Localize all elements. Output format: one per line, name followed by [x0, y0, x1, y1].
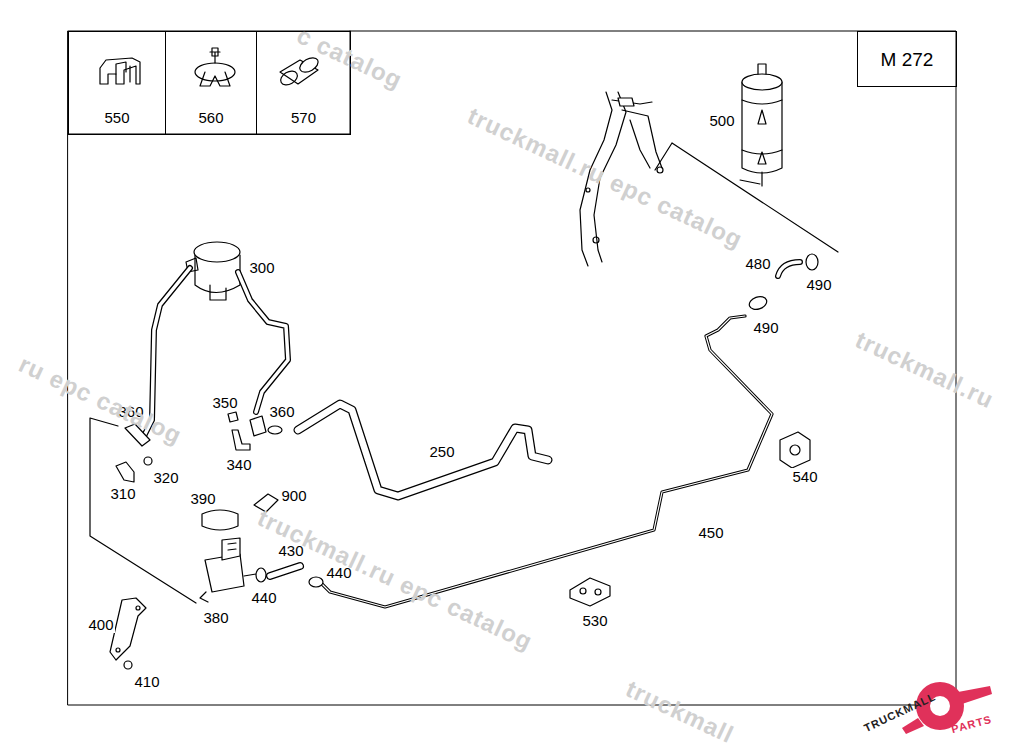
- callout-number: 360: [268, 403, 295, 420]
- callout-number: 560: [198, 109, 223, 126]
- model-code: M 272: [881, 49, 934, 71]
- callout-number: 380: [202, 609, 229, 626]
- watermark: truckmall.ru epc catalog: [464, 103, 747, 253]
- callout-number: 480: [744, 255, 771, 272]
- watermark: truckmall.ru epc catalog: [254, 505, 537, 655]
- watermark: ru epc catalog: [14, 351, 185, 449]
- callout-number: 490: [752, 319, 779, 336]
- table-cell: 550: [68, 31, 166, 135]
- callout-number: 440: [250, 589, 277, 606]
- watermark: truckmall.ru: [852, 327, 998, 414]
- callout-number: 310: [109, 485, 136, 502]
- callout-number: 390: [189, 490, 216, 507]
- callout-number: 530: [581, 612, 608, 629]
- callout-number: 900: [280, 487, 307, 504]
- callout-number: 340: [225, 456, 252, 473]
- callout-number: 300: [248, 259, 275, 276]
- callout-number: 410: [133, 673, 160, 690]
- model-box: M 272: [857, 31, 957, 87]
- callout-number: 450: [697, 524, 724, 541]
- callout-number: 550: [104, 109, 129, 126]
- callout-number: 570: [291, 109, 316, 126]
- callout-number: 320: [152, 469, 179, 486]
- watermark: truckmall: [622, 676, 738, 748]
- callout-number: 500: [708, 112, 735, 129]
- callout-number: 400: [87, 616, 114, 633]
- callout-number: 490: [805, 276, 832, 293]
- callout-number: 540: [791, 468, 818, 485]
- table-cell: 560: [165, 31, 257, 135]
- callout-number: 350: [211, 394, 238, 411]
- callout-number: 250: [428, 443, 455, 460]
